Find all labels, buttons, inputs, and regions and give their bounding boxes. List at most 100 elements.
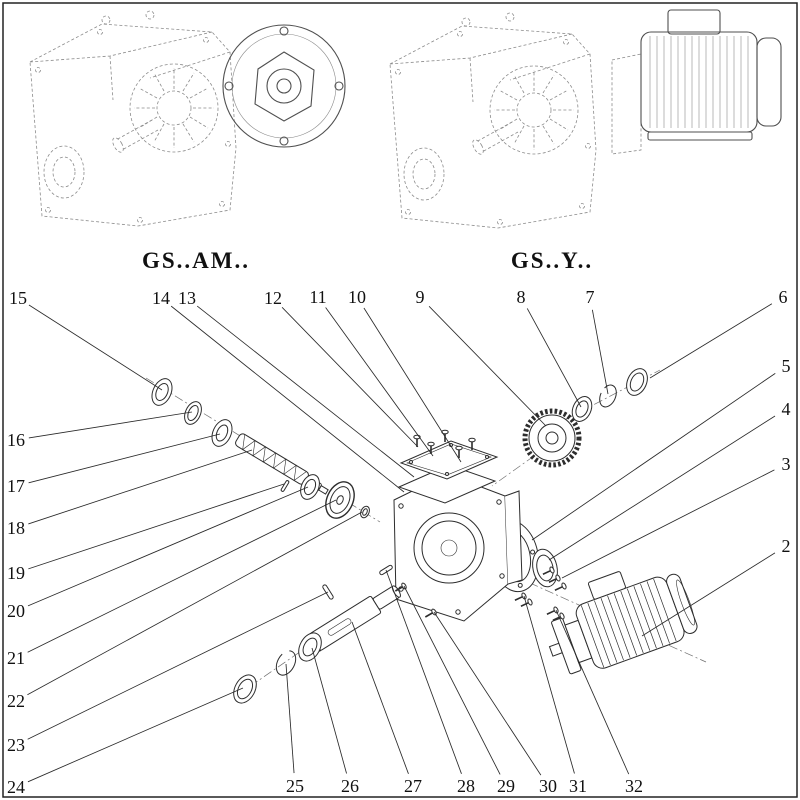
callout-11: 11 [309, 287, 434, 457]
part-number: 20 [7, 601, 25, 621]
output-circlip [275, 650, 297, 676]
shaft-seal-ring [626, 368, 648, 396]
leader-line [27, 486, 309, 607]
leader-line [526, 308, 582, 408]
leader-line [385, 569, 462, 774]
leader-line [170, 305, 405, 493]
part-number: 18 [7, 518, 25, 538]
fan-cover [756, 37, 782, 127]
leader-line [649, 303, 773, 379]
leader-line [28, 433, 221, 484]
callout-3: 3 [561, 454, 791, 579]
output-bearing [298, 632, 322, 662]
part-number: 11 [309, 287, 326, 307]
callout-10: 10 [348, 287, 462, 463]
model-label-left: GS..AM.. [142, 248, 250, 273]
model-label-right: GS..Y.. [511, 248, 593, 273]
callout-4: 4 [548, 399, 791, 561]
gear-bearing [571, 396, 593, 422]
gearbox-housing-sketch-left [29, 10, 237, 227]
callout-23: 23 [7, 591, 329, 755]
motor-assembly [548, 571, 698, 675]
leader-line [325, 307, 434, 457]
part-number: 7 [586, 287, 595, 307]
input-bearing [211, 419, 233, 447]
part-number: 32 [625, 776, 643, 796]
output-flange-sketch [222, 24, 346, 148]
part-number: 5 [782, 356, 791, 376]
callout-25: 25 [285, 663, 304, 796]
part-number: 23 [7, 735, 25, 755]
callout-32: 32 [555, 609, 643, 796]
spacer-ring [184, 401, 202, 425]
worm-gear-wheel [522, 408, 582, 468]
part-number: 6 [779, 287, 788, 307]
callout-18: 18 [7, 449, 253, 538]
callout-30: 30 [433, 611, 557, 796]
part-number: 3 [782, 454, 791, 474]
leader-line [27, 499, 337, 653]
callout-20: 20 [7, 486, 309, 621]
callout-19: 19 [7, 483, 285, 583]
leader-line [285, 663, 295, 774]
part-number: 19 [7, 563, 25, 583]
callout-15: 15 [9, 288, 163, 391]
part-number: 10 [348, 287, 366, 307]
gearbox-housing-sketch-right [389, 12, 597, 229]
callout-26: 26 [311, 647, 359, 796]
callout-6: 6 [649, 287, 788, 379]
part-number: 21 [7, 648, 25, 668]
leader-line [555, 609, 630, 775]
callout-7: 7 [586, 287, 609, 395]
callout-21: 21 [7, 499, 337, 668]
part-number: 4 [782, 399, 791, 419]
leader-line [403, 585, 501, 775]
leader-line [523, 595, 575, 774]
callout-24: 24 [7, 687, 244, 797]
callout-31: 31 [523, 595, 587, 796]
input-oil-seal [151, 378, 173, 406]
callout-12: 12 [264, 288, 419, 448]
output-shaft [307, 585, 401, 652]
part-number: 14 [152, 288, 170, 308]
terminal-box [667, 9, 721, 35]
part-number: 13 [178, 288, 196, 308]
callout-22: 22 [7, 511, 363, 711]
leader-line [591, 309, 609, 395]
part-number: 27 [404, 776, 422, 796]
gear-housing [393, 473, 523, 622]
motor-feet [647, 131, 753, 141]
motor-fins [649, 36, 749, 128]
part-number: 16 [7, 430, 25, 450]
output-oil-seal [233, 674, 257, 704]
leader-line [27, 687, 244, 783]
leader-line [311, 647, 347, 774]
top-cover-plate [399, 440, 499, 480]
leader-line [28, 411, 193, 439]
keyway-slot [327, 618, 352, 636]
leader-line [28, 483, 285, 570]
callout-17: 17 [7, 433, 221, 496]
callout-27: 27 [351, 621, 422, 796]
part-number: 22 [7, 691, 25, 711]
callout-8: 8 [517, 287, 582, 408]
callout-2: 2 [641, 536, 791, 637]
retaining-ring [599, 384, 617, 408]
callout-5: 5 [531, 356, 791, 541]
motor-terminal-box [587, 571, 626, 600]
leader-line [27, 511, 363, 696]
part-number: 9 [416, 287, 425, 307]
part-number: 25 [286, 776, 304, 796]
part-number: 15 [9, 288, 27, 308]
leader-line [27, 591, 329, 740]
part-number: 2 [782, 536, 791, 556]
leader-line [641, 552, 776, 637]
part-number: 29 [497, 776, 515, 796]
motor-sketch [611, 9, 782, 155]
part-number: 28 [457, 776, 475, 796]
callout-14: 14 [152, 288, 405, 493]
leader-line [428, 306, 547, 427]
